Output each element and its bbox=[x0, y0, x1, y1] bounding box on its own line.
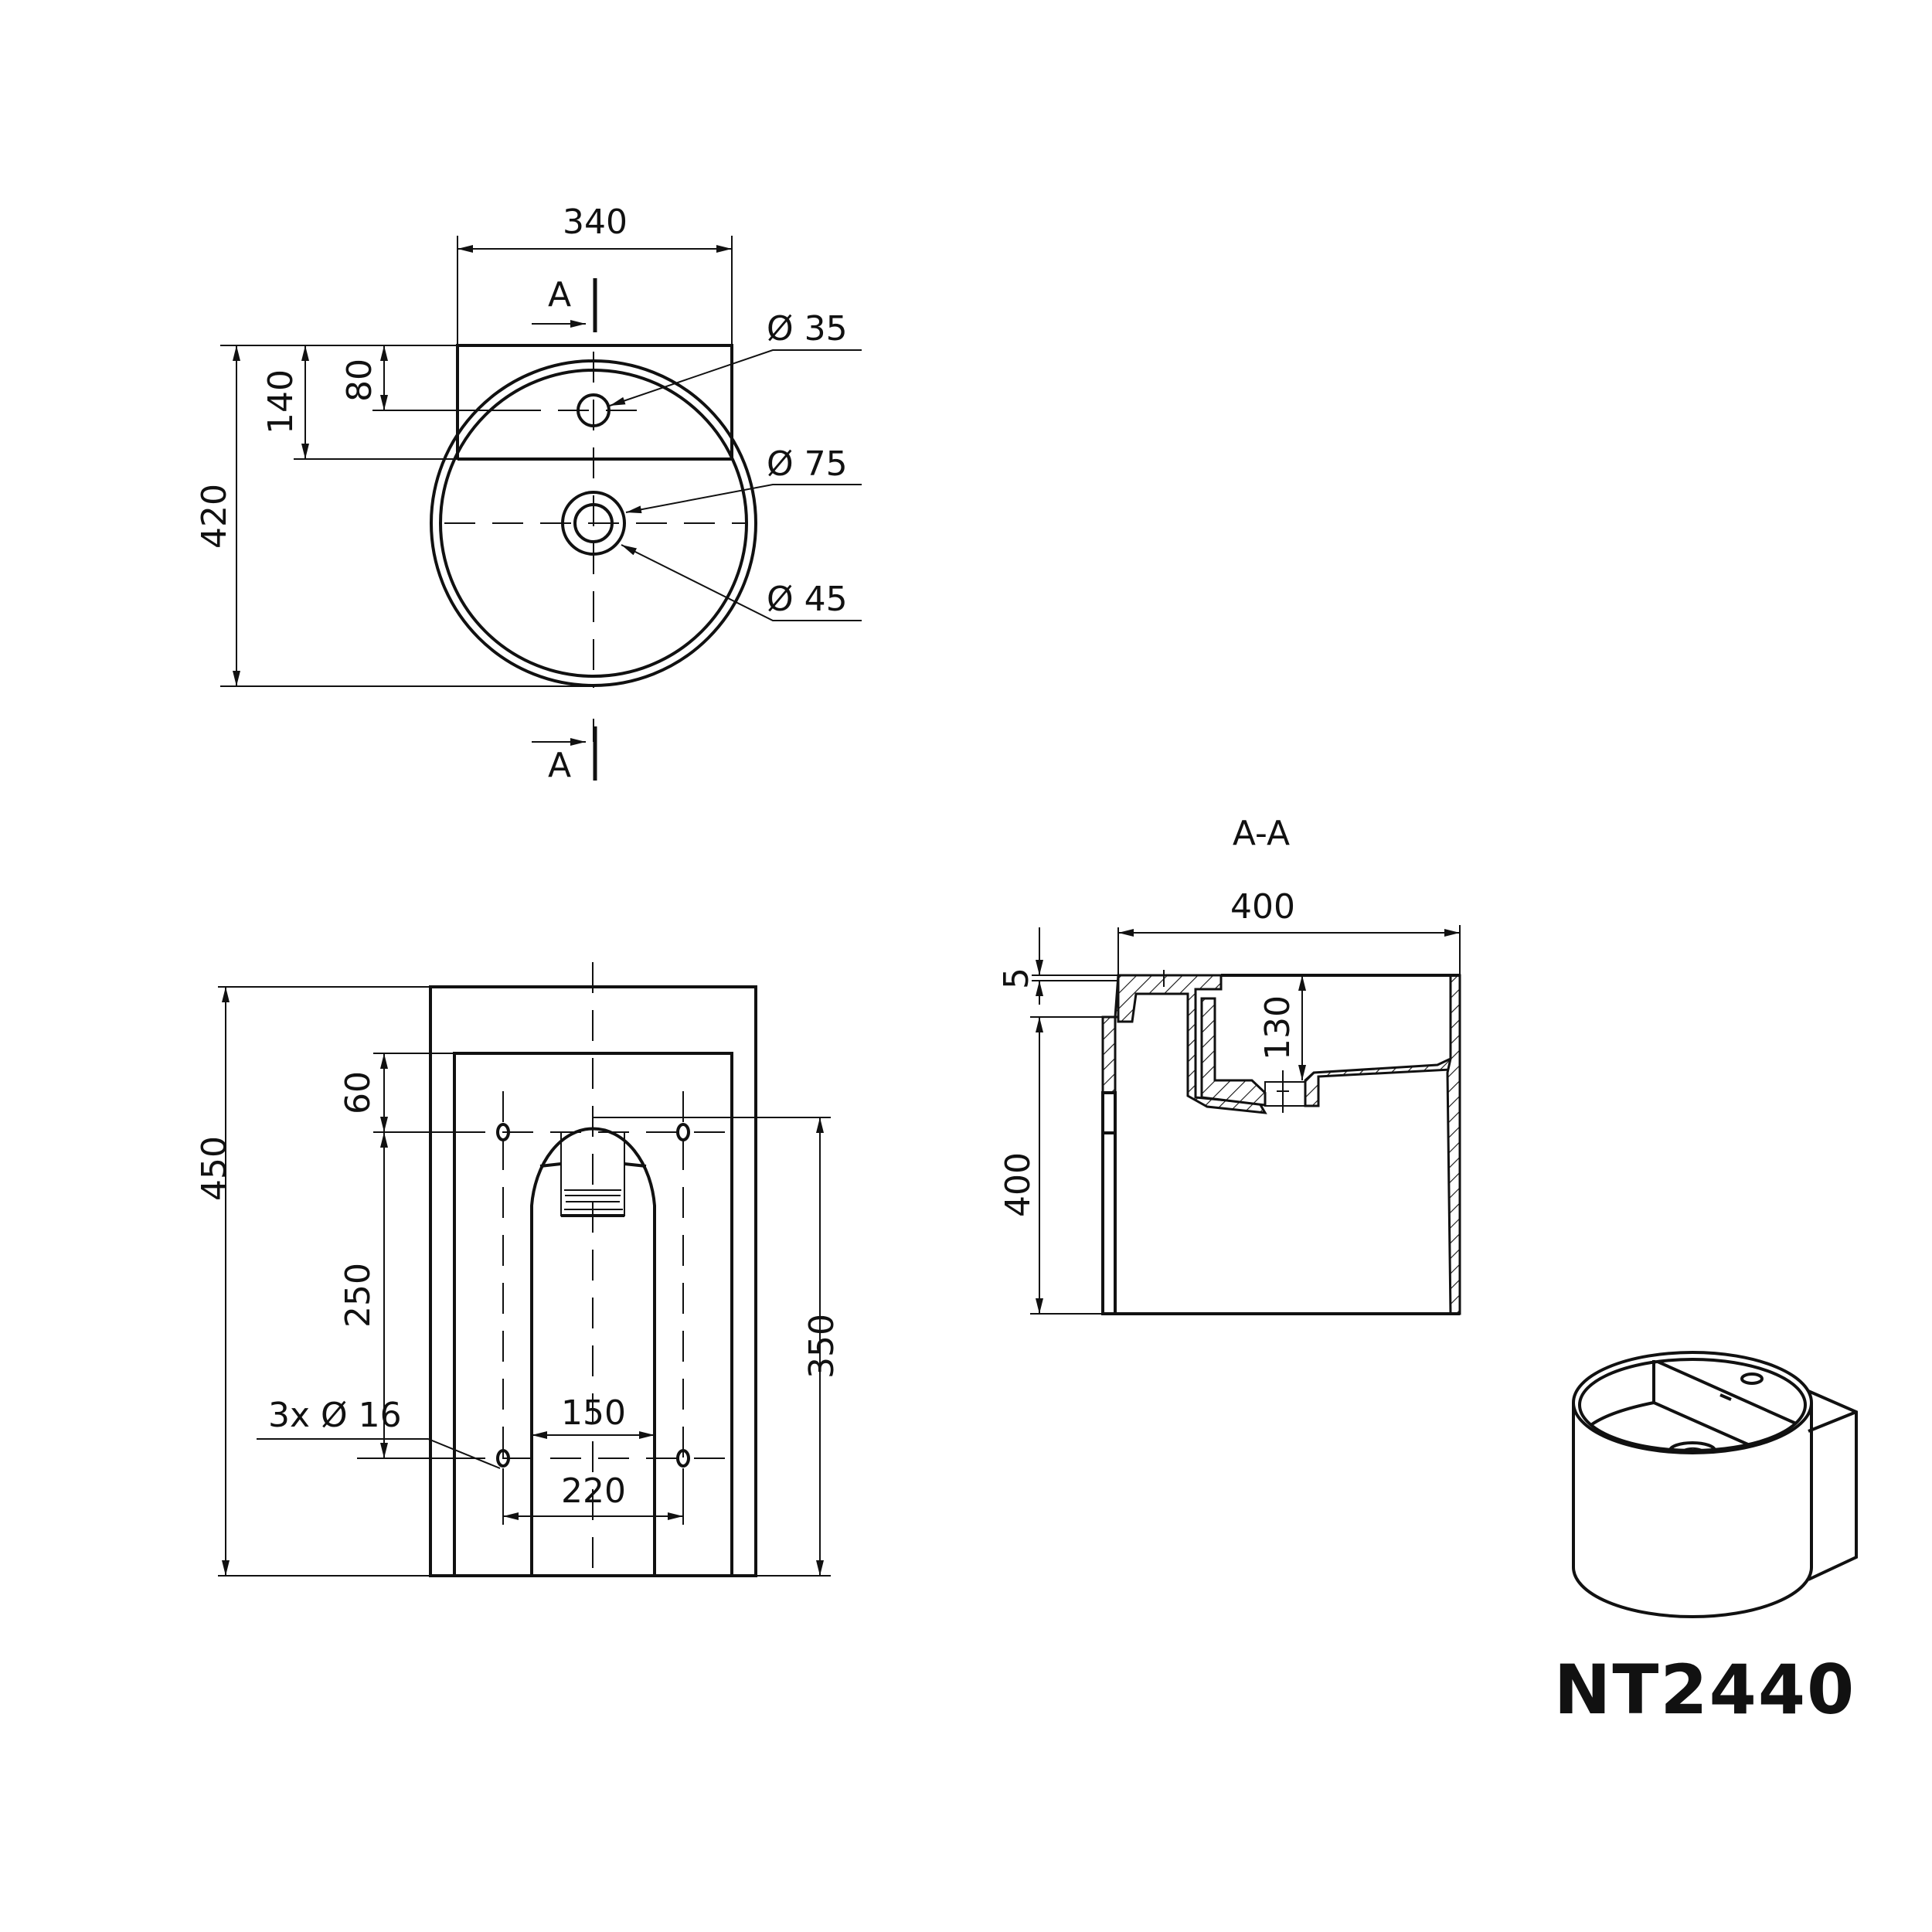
drain-inner-leader bbox=[621, 544, 862, 621]
dim-350-label: 350 bbox=[802, 1314, 842, 1379]
section-back-wall-hatched bbox=[1101, 1015, 1117, 1094]
dim-250-label: 250 bbox=[338, 1263, 378, 1328]
iso-overflow-slot bbox=[1719, 1393, 1732, 1401]
iso-tap-hole bbox=[1740, 1372, 1764, 1385]
tap-hole-label: Ø 35 bbox=[767, 309, 848, 349]
section-drain-opening bbox=[1264, 1081, 1306, 1107]
svg-text:A: A bbox=[548, 275, 571, 315]
front-inner-panel bbox=[453, 1052, 733, 1576]
iso-cylinder-body bbox=[1572, 1403, 1813, 1618]
drain-outer-leader bbox=[625, 484, 862, 514]
dim-section-400-width-label: 400 bbox=[1230, 887, 1295, 927]
iso-top-rim-outer bbox=[1572, 1351, 1813, 1454]
dim-60-label: 60 bbox=[338, 1071, 378, 1114]
tap-hole-leader bbox=[609, 349, 862, 406]
isometric-view: NT2440 bbox=[1554, 1351, 1858, 1730]
iso-shelf-top-edge bbox=[1657, 1360, 1797, 1425]
dim-220-label: 220 bbox=[561, 1471, 626, 1511]
top-view: 340 420 140 80 Ø 35 Ø 75 Ø 45 A A bbox=[195, 202, 862, 785]
section-shelf bbox=[1117, 974, 1267, 1114]
dim-420-label: 420 bbox=[195, 484, 234, 549]
drain-outer-label: Ø 75 bbox=[767, 444, 848, 484]
mounting-hole-top-right bbox=[676, 1123, 690, 1141]
dim-340-label: 340 bbox=[563, 202, 628, 242]
section-marker-bottom: A bbox=[532, 726, 597, 785]
section-back-wall bbox=[1101, 1091, 1117, 1315]
dim-140-label: 140 bbox=[261, 369, 301, 434]
svg-text:A: A bbox=[548, 746, 571, 785]
iso-top-rim-inner bbox=[1578, 1358, 1807, 1452]
iso-drain bbox=[1668, 1441, 1716, 1451]
model-number: NT2440 bbox=[1554, 1650, 1856, 1730]
iso-bowl-inner-curve bbox=[1590, 1401, 1655, 1426]
dim-450-label: 450 bbox=[195, 1136, 234, 1201]
front-view: 450 60 250 350 150 220 3x Ø 16 bbox=[195, 962, 842, 1577]
section-front-wall bbox=[1446, 974, 1461, 1315]
section-title: A-A bbox=[1233, 814, 1290, 853]
iso-wall-box bbox=[1808, 1389, 1858, 1581]
mounting-hole-leader-line bbox=[257, 1438, 501, 1469]
section-bowl-floor bbox=[1304, 1056, 1452, 1107]
iso-shelf-front bbox=[1652, 1360, 1750, 1447]
mounting-hole-label: 3x Ø 16 bbox=[268, 1396, 402, 1435]
dim-bowl-depth-label: 130 bbox=[1258, 995, 1298, 1060]
section-marker-top: A bbox=[532, 275, 597, 332]
section-view: A-A 400 5 bbox=[997, 814, 1461, 1315]
dim-150-label: 150 bbox=[561, 1393, 626, 1433]
dim-rim-5-label: 5 bbox=[997, 968, 1036, 989]
section-bowl-inner-wall bbox=[1200, 997, 1267, 1107]
dim-80-label: 80 bbox=[340, 359, 379, 402]
dim-section-400-height-label: 400 bbox=[998, 1152, 1038, 1217]
drain-inner-label: Ø 45 bbox=[767, 580, 848, 619]
